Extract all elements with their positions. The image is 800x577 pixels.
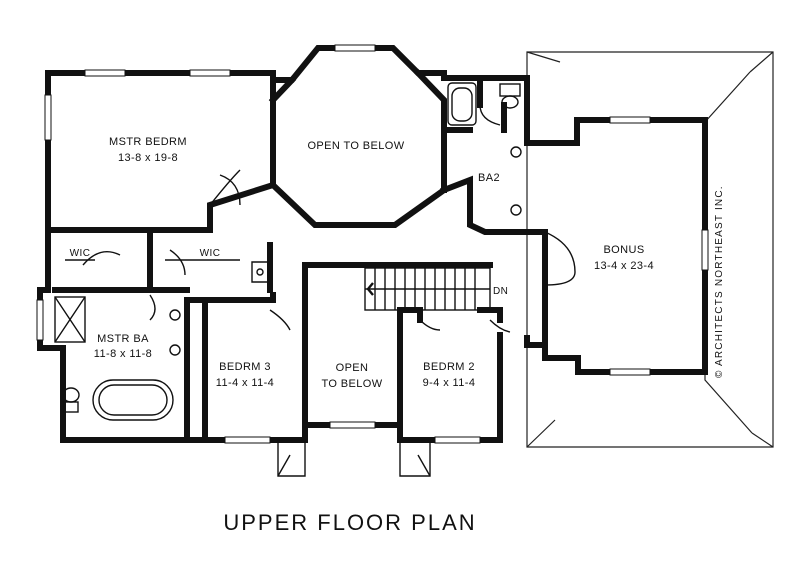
plan-title: UPPER FLOOR PLAN xyxy=(223,510,476,535)
wic-right-label: WIC xyxy=(200,248,221,259)
mstr-bedrm-name: MSTR BEDRM xyxy=(109,136,187,148)
stairs xyxy=(364,267,491,311)
mstr-ba-size: 11-8 x 11-8 xyxy=(94,348,152,360)
door-swings xyxy=(82,104,576,333)
wic-left-label: WIC xyxy=(70,248,91,259)
windows xyxy=(36,44,709,444)
front-bays xyxy=(277,439,431,477)
stair-down-label: DN xyxy=(493,286,508,297)
bedrm3-size: 11-4 x 11-4 xyxy=(216,377,274,389)
bonus-size: 13-4 x 23-4 xyxy=(594,260,654,272)
copyright-notice: © ARCHITECTS NORTHEAST INC. xyxy=(714,185,725,378)
bedrm2-size: 9-4 x 11-4 xyxy=(423,377,476,389)
open-to-below-mid-line1: OPEN xyxy=(336,362,369,374)
open-to-below-top-label: OPEN TO BELOW xyxy=(307,140,404,152)
mstr-bedrm-size: 13-8 x 19-8 xyxy=(118,152,178,164)
bonus-name: BONUS xyxy=(603,244,644,256)
mstr-ba-name: MSTR BA xyxy=(97,333,149,345)
bonus-roof-outline xyxy=(526,51,774,448)
fixtures xyxy=(54,82,522,421)
ba2-label: BA2 xyxy=(478,172,500,184)
bedrm2-name: BEDRM 2 xyxy=(423,361,475,373)
bedrm3-name: BEDRM 3 xyxy=(219,361,271,373)
interior-walls xyxy=(45,68,548,428)
open-to-below-mid-line2: TO BELOW xyxy=(321,378,382,390)
